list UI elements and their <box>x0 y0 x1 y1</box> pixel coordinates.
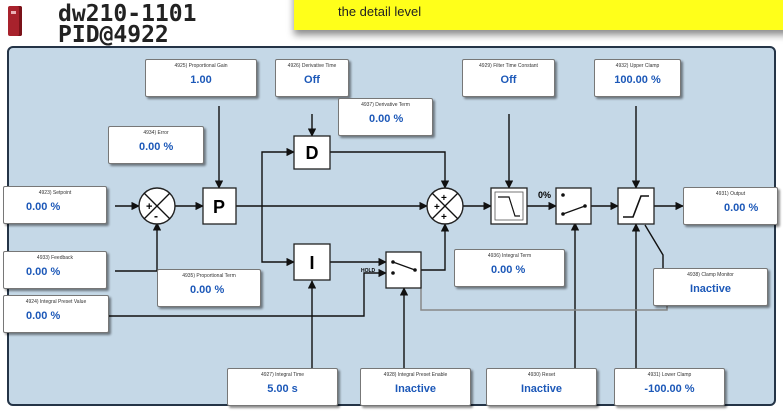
clamp-block <box>617 187 655 225</box>
param-value: 0.00 % <box>26 266 61 278</box>
i-block <box>293 243 331 281</box>
param-reset[interactable]: 4930) Reset Inactive <box>486 368 597 406</box>
param-value: Inactive <box>521 383 562 395</box>
param-value: 100.00 % <box>614 74 661 86</box>
param-value: Off <box>304 74 320 86</box>
wire-preset-switch <box>109 268 387 317</box>
param-label: 4938) Clamp Monitor <box>687 272 734 278</box>
svg-text:+: + <box>441 212 447 223</box>
param-upper-clamp[interactable]: 4932) Upper Clamp 100.00 % <box>594 59 681 97</box>
wire-p-i <box>261 206 295 267</box>
wire-p-d <box>261 147 295 206</box>
sum-junction-error: + - <box>138 187 176 225</box>
hint-text: the detail level <box>338 4 422 19</box>
param-proportional-term[interactable]: 4935) Proportional Term 0.00 % <box>157 269 261 307</box>
param-filter-time-constant[interactable]: 4929) Filter Time Constant Off <box>462 59 555 97</box>
param-value: Inactive <box>690 283 731 295</box>
hint-banner: the detail level <box>294 0 783 30</box>
signal-flow-diagram: + - + + + P D I <box>109 106 684 370</box>
param-label: 4925) Proportional Gain <box>174 63 228 69</box>
param-value: 5.00 s <box>267 383 298 395</box>
param-value: 0.00 % <box>26 310 61 322</box>
param-label: 4928) Integral Preset Enable <box>383 372 448 378</box>
p-block <box>202 187 237 225</box>
hold-label: HOLD <box>361 268 376 274</box>
param-label: 4935) Proportional Term <box>182 273 236 279</box>
param-derivative-term[interactable]: 4937) Derivative Term 0.00 % <box>338 98 433 136</box>
param-output[interactable]: 4931) Output 0.00 % <box>683 187 778 225</box>
param-error[interactable]: 4934) Error 0.00 % <box>108 126 204 164</box>
param-label: 4932) Upper Clamp <box>615 63 660 69</box>
param-label: 4929) Filter Time Constant <box>479 63 538 69</box>
zero-percent-label: 0% <box>538 190 551 200</box>
param-value: 1.00 <box>190 74 212 86</box>
wire-d-sum2 <box>330 151 450 189</box>
param-label: 4923) Setpoint <box>38 190 72 196</box>
param-label: 4927) Integral Time <box>260 372 305 378</box>
reset-switch <box>555 187 592 225</box>
param-integral-term[interactable]: 4936) Integral Term 0.00 % <box>454 249 565 287</box>
param-value: Inactive <box>395 383 436 395</box>
param-label: 4937) Derivative Term <box>361 102 410 108</box>
p-block-label: P <box>213 197 225 217</box>
param-integral-preset-value[interactable]: 4924) Integral Preset Value 0.00 % <box>3 295 109 333</box>
param-value: 0.00 % <box>491 264 526 276</box>
param-label: 4931) Output <box>715 191 746 197</box>
block-name: PID@4922 <box>58 22 169 48</box>
wire-feedback-sum <box>115 222 162 272</box>
param-clamp-monitor[interactable]: 4938) Clamp Monitor Inactive <box>653 268 768 306</box>
param-label: 4930) Reset <box>527 372 556 378</box>
pid-diagram-panel: + - + + + P D I <box>3 46 778 406</box>
param-value: -100.00 % <box>644 383 695 395</box>
integral-hold-switch <box>385 251 422 289</box>
param-lower-clamp[interactable]: 4931) Lower Clamp -100.00 % <box>614 368 725 406</box>
param-label: 4934) Error <box>143 130 169 136</box>
param-derivative-time[interactable]: 4926) Derivative Time Off <box>275 59 349 97</box>
param-value: 0.00 % <box>369 113 404 125</box>
svg-text:+: + <box>146 201 152 213</box>
param-value: 0.00 % <box>190 284 225 296</box>
d-block-label: D <box>306 143 319 163</box>
svg-text:+: + <box>434 202 440 213</box>
device-name: dw210-1101 <box>58 1 197 27</box>
param-value: 0.00 % <box>724 202 759 214</box>
svg-text:-: - <box>154 209 158 223</box>
sum-junction-output: + + + <box>426 187 464 225</box>
param-value: 0.00 % <box>139 141 174 153</box>
param-label: 4933) Feedback <box>36 255 74 261</box>
drive-device-icon <box>8 6 22 36</box>
param-setpoint[interactable]: 4923) Setpoint 0.00 % <box>3 186 107 224</box>
param-value: Off <box>500 74 517 86</box>
svg-text:+: + <box>441 193 447 204</box>
d-block <box>293 135 331 170</box>
param-integral-preset-enable[interactable]: 4928) Integral Preset Enable Inactive <box>360 368 471 406</box>
param-value: 0.00 % <box>26 201 61 213</box>
param-label: 4931) Lower Clamp <box>647 372 692 378</box>
wire-switch-sum2 <box>421 223 450 271</box>
i-block-label: I <box>309 253 314 273</box>
filter-block <box>490 187 528 225</box>
wire-clamp-monitor <box>644 224 664 270</box>
param-label: 4936) Integral Term <box>487 253 532 259</box>
param-label: 4926) Derivative Time <box>287 63 337 69</box>
param-feedback[interactable]: 4933) Feedback 0.00 % <box>3 251 107 289</box>
param-proportional-gain[interactable]: 4925) Proportional Gain 1.00 <box>145 59 257 97</box>
param-integral-time[interactable]: 4927) Integral Time 5.00 s <box>227 368 338 406</box>
param-label: 4924) Integral Preset Value <box>25 299 87 305</box>
page-title: dw210-1101 PID@4922 <box>58 1 197 48</box>
